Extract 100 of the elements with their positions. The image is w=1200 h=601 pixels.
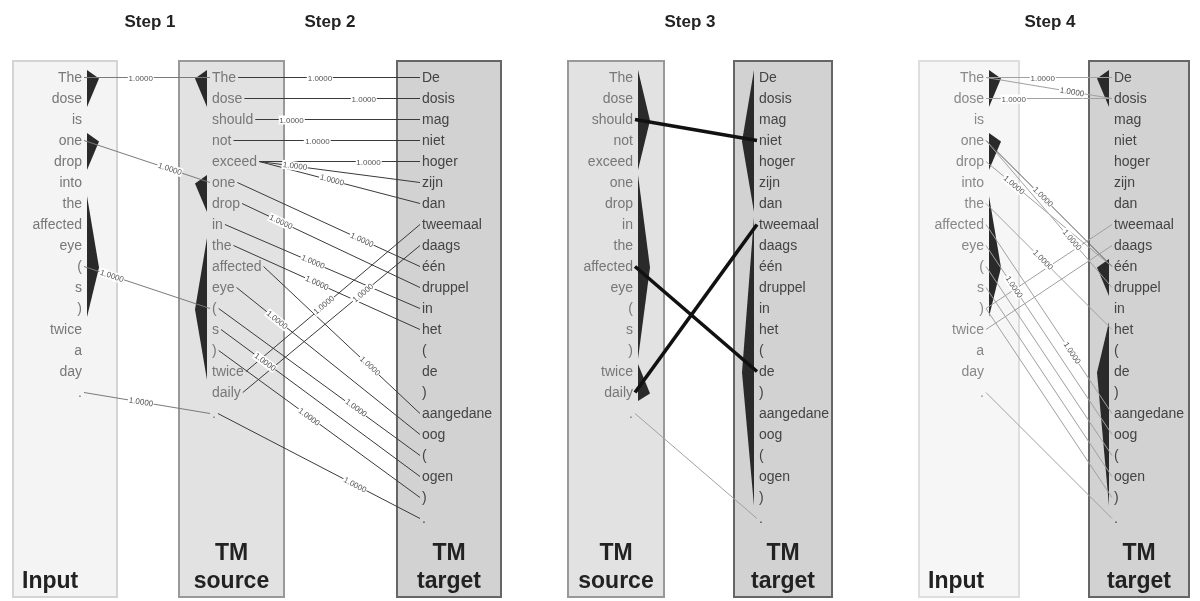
edge-label: 1.0000	[1057, 85, 1086, 99]
word-label: één	[422, 257, 446, 276]
word-label: druppel	[759, 278, 806, 297]
word-label: in	[622, 215, 633, 234]
alignment-line	[985, 266, 1113, 456]
alignment-line	[263, 266, 421, 414]
word-label: drop	[955, 152, 984, 171]
word-label: dan	[1114, 194, 1138, 213]
word-label: drop	[53, 152, 82, 171]
word-label: one	[58, 131, 82, 150]
word-label: zijn	[422, 173, 443, 192]
word-label: )	[422, 383, 427, 402]
word-label: (	[422, 341, 427, 360]
word-label: The	[57, 68, 82, 87]
word-label: the	[62, 194, 82, 213]
word-label: one	[609, 173, 633, 192]
word-label: mag	[1114, 110, 1142, 129]
text-column	[567, 60, 665, 598]
word-label: (	[759, 446, 764, 465]
word-label: dose	[953, 89, 984, 108]
word-label: ogen	[422, 467, 454, 486]
word-label: aangedane	[422, 404, 493, 423]
alignment-line	[220, 329, 421, 477]
word-label: drop	[212, 194, 241, 213]
word-label: The	[608, 68, 633, 87]
word-label: dosis	[422, 89, 455, 108]
word-label: is	[71, 110, 82, 129]
word-label: het	[759, 320, 779, 339]
word-label: s	[977, 278, 984, 297]
edge-label: 1.0000	[126, 395, 155, 409]
word-label: zijn	[759, 173, 780, 192]
alignment-line	[633, 223, 759, 394]
edge-label: 1.0000	[306, 73, 334, 82]
word-label: ogen	[759, 467, 791, 486]
word-label: in	[422, 299, 433, 318]
word-label: (	[1114, 341, 1119, 360]
word-label: s	[75, 278, 82, 297]
word-label: De	[422, 68, 440, 87]
word-label: affected	[32, 215, 82, 234]
word-label: één	[759, 257, 783, 276]
word-label: )	[759, 488, 764, 507]
word-label: affected	[934, 215, 984, 234]
word-label: dose	[212, 89, 243, 108]
word-label: )	[77, 299, 82, 318]
word-label: de	[759, 362, 775, 381]
word-label: daily	[604, 383, 633, 402]
alignment-line	[236, 287, 421, 435]
word-label: daags	[759, 236, 798, 255]
word-label: day	[961, 362, 984, 381]
step-heading: Step 4	[1024, 12, 1076, 32]
word-label: in	[759, 299, 770, 318]
word-label: oog	[422, 425, 446, 444]
step-heading: Step 2	[304, 12, 356, 32]
word-label: the	[613, 236, 633, 255]
alignment-line	[217, 413, 421, 519]
word-label: the	[212, 236, 232, 255]
word-label: oog	[759, 425, 783, 444]
word-label: )	[1114, 383, 1119, 402]
word-label: (	[759, 341, 764, 360]
column-title: TM target	[750, 538, 816, 594]
word-label: tweemaal	[759, 215, 819, 234]
word-label: ogen	[1114, 467, 1146, 486]
word-label: The	[212, 68, 237, 87]
alignment-line	[633, 265, 759, 373]
alignment-line	[218, 308, 421, 456]
column-title: Input	[927, 566, 986, 594]
text-column	[1088, 60, 1190, 598]
column-title: Input	[21, 566, 80, 594]
word-label: day	[59, 362, 82, 381]
column-title: TM target	[416, 538, 482, 594]
word-label: twice	[212, 362, 244, 381]
word-label: a	[74, 341, 82, 360]
word-label: het	[1114, 320, 1134, 339]
word-label: dan	[759, 194, 783, 213]
edge-label: 1.0000	[278, 115, 305, 124]
word-label: exceed	[587, 152, 633, 171]
word-label: hoger	[422, 152, 458, 171]
word-label: .	[629, 404, 633, 423]
text-column	[733, 60, 833, 598]
word-label: exceed	[212, 152, 258, 171]
alignment-line	[985, 245, 1113, 330]
alignment-line	[634, 413, 758, 519]
edge-label: 1.0000	[350, 94, 377, 103]
word-label: zijn	[1114, 173, 1135, 192]
word-label: daily	[212, 383, 241, 402]
word-label: oog	[1114, 425, 1138, 444]
word-label: .	[759, 509, 763, 528]
word-label: s	[626, 320, 633, 339]
word-label: één	[1114, 257, 1138, 276]
word-label: not	[212, 131, 232, 150]
word-label: in	[212, 215, 223, 234]
word-label: (	[212, 299, 217, 318]
word-label: eye	[610, 278, 633, 297]
word-label: dosis	[759, 89, 792, 108]
word-label: into	[59, 173, 82, 192]
word-label: affected	[212, 257, 262, 276]
word-label: (	[628, 299, 633, 318]
word-label: hoger	[1114, 152, 1150, 171]
word-label: dose	[602, 89, 633, 108]
word-label: is	[973, 110, 984, 129]
